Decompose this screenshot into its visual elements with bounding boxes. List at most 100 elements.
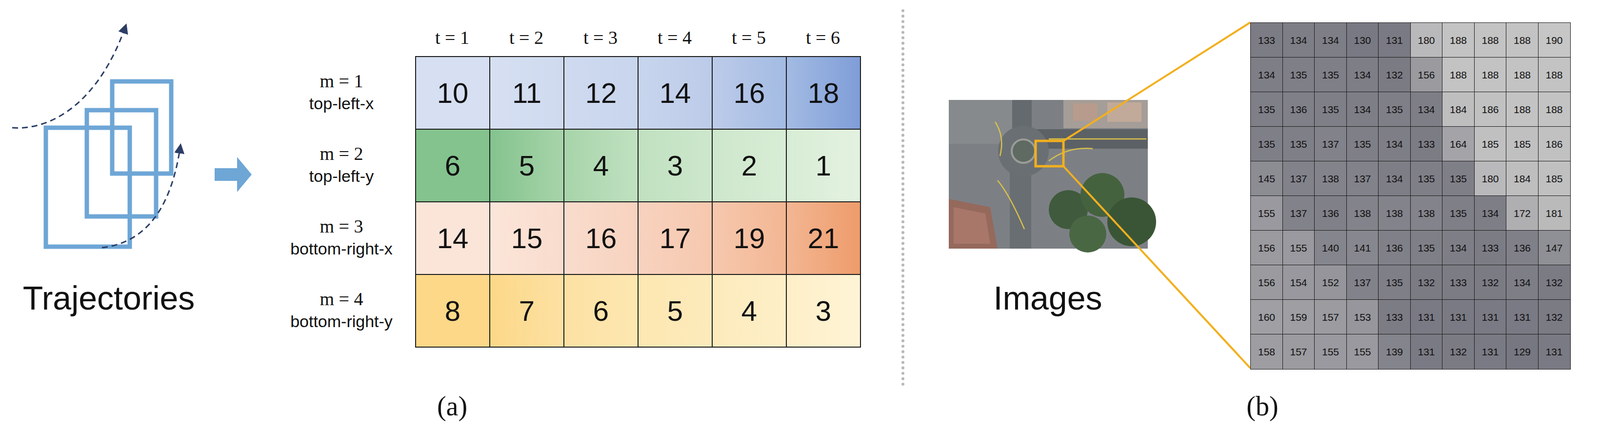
pixel-cell: 188: [1441, 57, 1475, 93]
pixel-cell: 134: [1314, 22, 1347, 59]
pixel-cell: 132: [1538, 264, 1571, 301]
pixel-cell: 131: [1441, 299, 1475, 336]
pixel-cell: 135: [1314, 91, 1347, 128]
table-cell: 16: [563, 201, 639, 276]
pixel-cell: 132: [1378, 57, 1411, 93]
time-header: t = 6: [805, 28, 840, 47]
pixel-cell: 136: [1314, 195, 1347, 232]
table-cell: 7: [489, 274, 565, 348]
pixel-cell: 130: [1346, 22, 1380, 59]
panel-title: Trajectories: [22, 281, 196, 315]
pixel-cell: 132: [1538, 299, 1571, 336]
trajectory-boxes: [45, 81, 172, 247]
aerial-photo: [948, 100, 1157, 253]
trajectory-curve: [101, 145, 181, 248]
pixel-cell: 135: [1410, 230, 1443, 266]
pixel-cell: 138: [1314, 160, 1347, 197]
pixel-cell: 188: [1474, 57, 1507, 93]
table-cell: 5: [489, 128, 565, 203]
pixel-cell: 157: [1314, 299, 1347, 336]
pixel-cell: 155: [1346, 334, 1380, 370]
pixel-cell: 180: [1410, 22, 1443, 59]
time-header: t = 3: [583, 28, 618, 47]
pixel-cell: 134: [1346, 91, 1380, 128]
row-name: top-left-x: [309, 95, 374, 112]
panel-letter: (b): [1246, 392, 1279, 420]
row-index: m = 3: [320, 217, 364, 236]
table-cell: 14: [637, 56, 713, 130]
pixel-cell: 131: [1410, 299, 1443, 336]
pixel-cell: 135: [1250, 91, 1283, 128]
pixel-cell: 133: [1441, 264, 1475, 301]
pixel-cell: 180: [1474, 160, 1507, 197]
pixel-cell: 181: [1538, 195, 1571, 232]
pixel-cell: 134: [1410, 91, 1443, 128]
pixel-cell: 164: [1441, 126, 1475, 162]
roof: [953, 207, 991, 244]
pixel-cell: 185: [1505, 126, 1539, 162]
pixel-cell: 137: [1282, 160, 1316, 197]
table-cell: 2: [711, 128, 787, 203]
pixel-cell: 131: [1378, 22, 1411, 59]
pixel-cell: 172: [1505, 195, 1539, 232]
pixel-cell: 185: [1474, 126, 1507, 162]
pixel-cell: 155: [1314, 334, 1347, 370]
table-cell: 8: [415, 274, 491, 348]
pixel-cell: 132: [1441, 334, 1475, 370]
pixel-cell: 134: [1505, 264, 1539, 301]
row-name: bottom-right-x: [290, 240, 393, 258]
table-cell: 18: [785, 56, 861, 130]
row-index: m = 2: [320, 144, 364, 163]
pixel-cell: 137: [1346, 264, 1380, 301]
pixel-cell: 133: [1250, 22, 1283, 59]
pixel-cell: 147: [1538, 230, 1571, 266]
pixel-cell: 135: [1441, 195, 1475, 232]
table-cell: 6: [415, 128, 491, 203]
pixel-cell: 140: [1314, 230, 1347, 266]
panel-title: Images: [993, 281, 1103, 315]
table-cell: 4: [563, 128, 639, 203]
pixel-cell: 186: [1474, 91, 1507, 128]
pixel-cell: 131: [1538, 334, 1571, 370]
pixel-cell: 134: [1282, 22, 1316, 59]
pixel-cell: 133: [1378, 299, 1411, 336]
table-cell: 1: [785, 128, 861, 203]
zoom-line: [1063, 22, 1251, 141]
pixel-cell: 133: [1410, 126, 1443, 162]
pixel-cell: 135: [1282, 126, 1316, 162]
pixel-cell: 137: [1282, 195, 1316, 232]
table-cell: 3: [785, 274, 861, 348]
pixel-cell: 156: [1250, 230, 1283, 266]
bounding-box: [86, 110, 157, 217]
pixel-cell: 135: [1250, 126, 1283, 162]
table-cell: 12: [563, 56, 639, 130]
pixel-cell: 184: [1505, 160, 1539, 197]
pixel-cell: 188: [1474, 22, 1507, 59]
pixel-cell: 131: [1505, 299, 1539, 336]
pixel-cell: 135: [1378, 91, 1411, 128]
pixel-cell: 188: [1505, 91, 1539, 128]
table-cell: 6: [563, 274, 639, 348]
table-cell: 15: [489, 201, 565, 276]
row-index: m = 1: [320, 71, 364, 91]
pixel-cell: 134: [1378, 160, 1411, 197]
trajectory-curve: [12, 25, 126, 128]
pixel-cell: 139: [1378, 334, 1411, 370]
pixel-cell: 186: [1538, 126, 1571, 162]
time-header: t = 4: [657, 28, 692, 47]
pixel-cell: 133: [1474, 230, 1507, 266]
table-cell: 16: [711, 56, 787, 130]
pixel-cell: 134: [1378, 126, 1411, 162]
pixel-cell: 190: [1538, 22, 1571, 59]
pixel-cell: 188: [1441, 22, 1475, 59]
pixel-cell: 157: [1282, 334, 1316, 370]
pixel-cell: 135: [1441, 160, 1475, 197]
pixel-cell: 137: [1346, 160, 1380, 197]
pixel-cell: 134: [1250, 57, 1283, 93]
pixel-cell: 135: [1346, 126, 1380, 162]
pixel-cell: 135: [1378, 264, 1411, 301]
pixel-cell: 153: [1346, 299, 1380, 336]
pixel-cell: 155: [1250, 195, 1283, 232]
pixel-cell: 155: [1282, 230, 1316, 266]
zoom-line: [1063, 166, 1251, 369]
